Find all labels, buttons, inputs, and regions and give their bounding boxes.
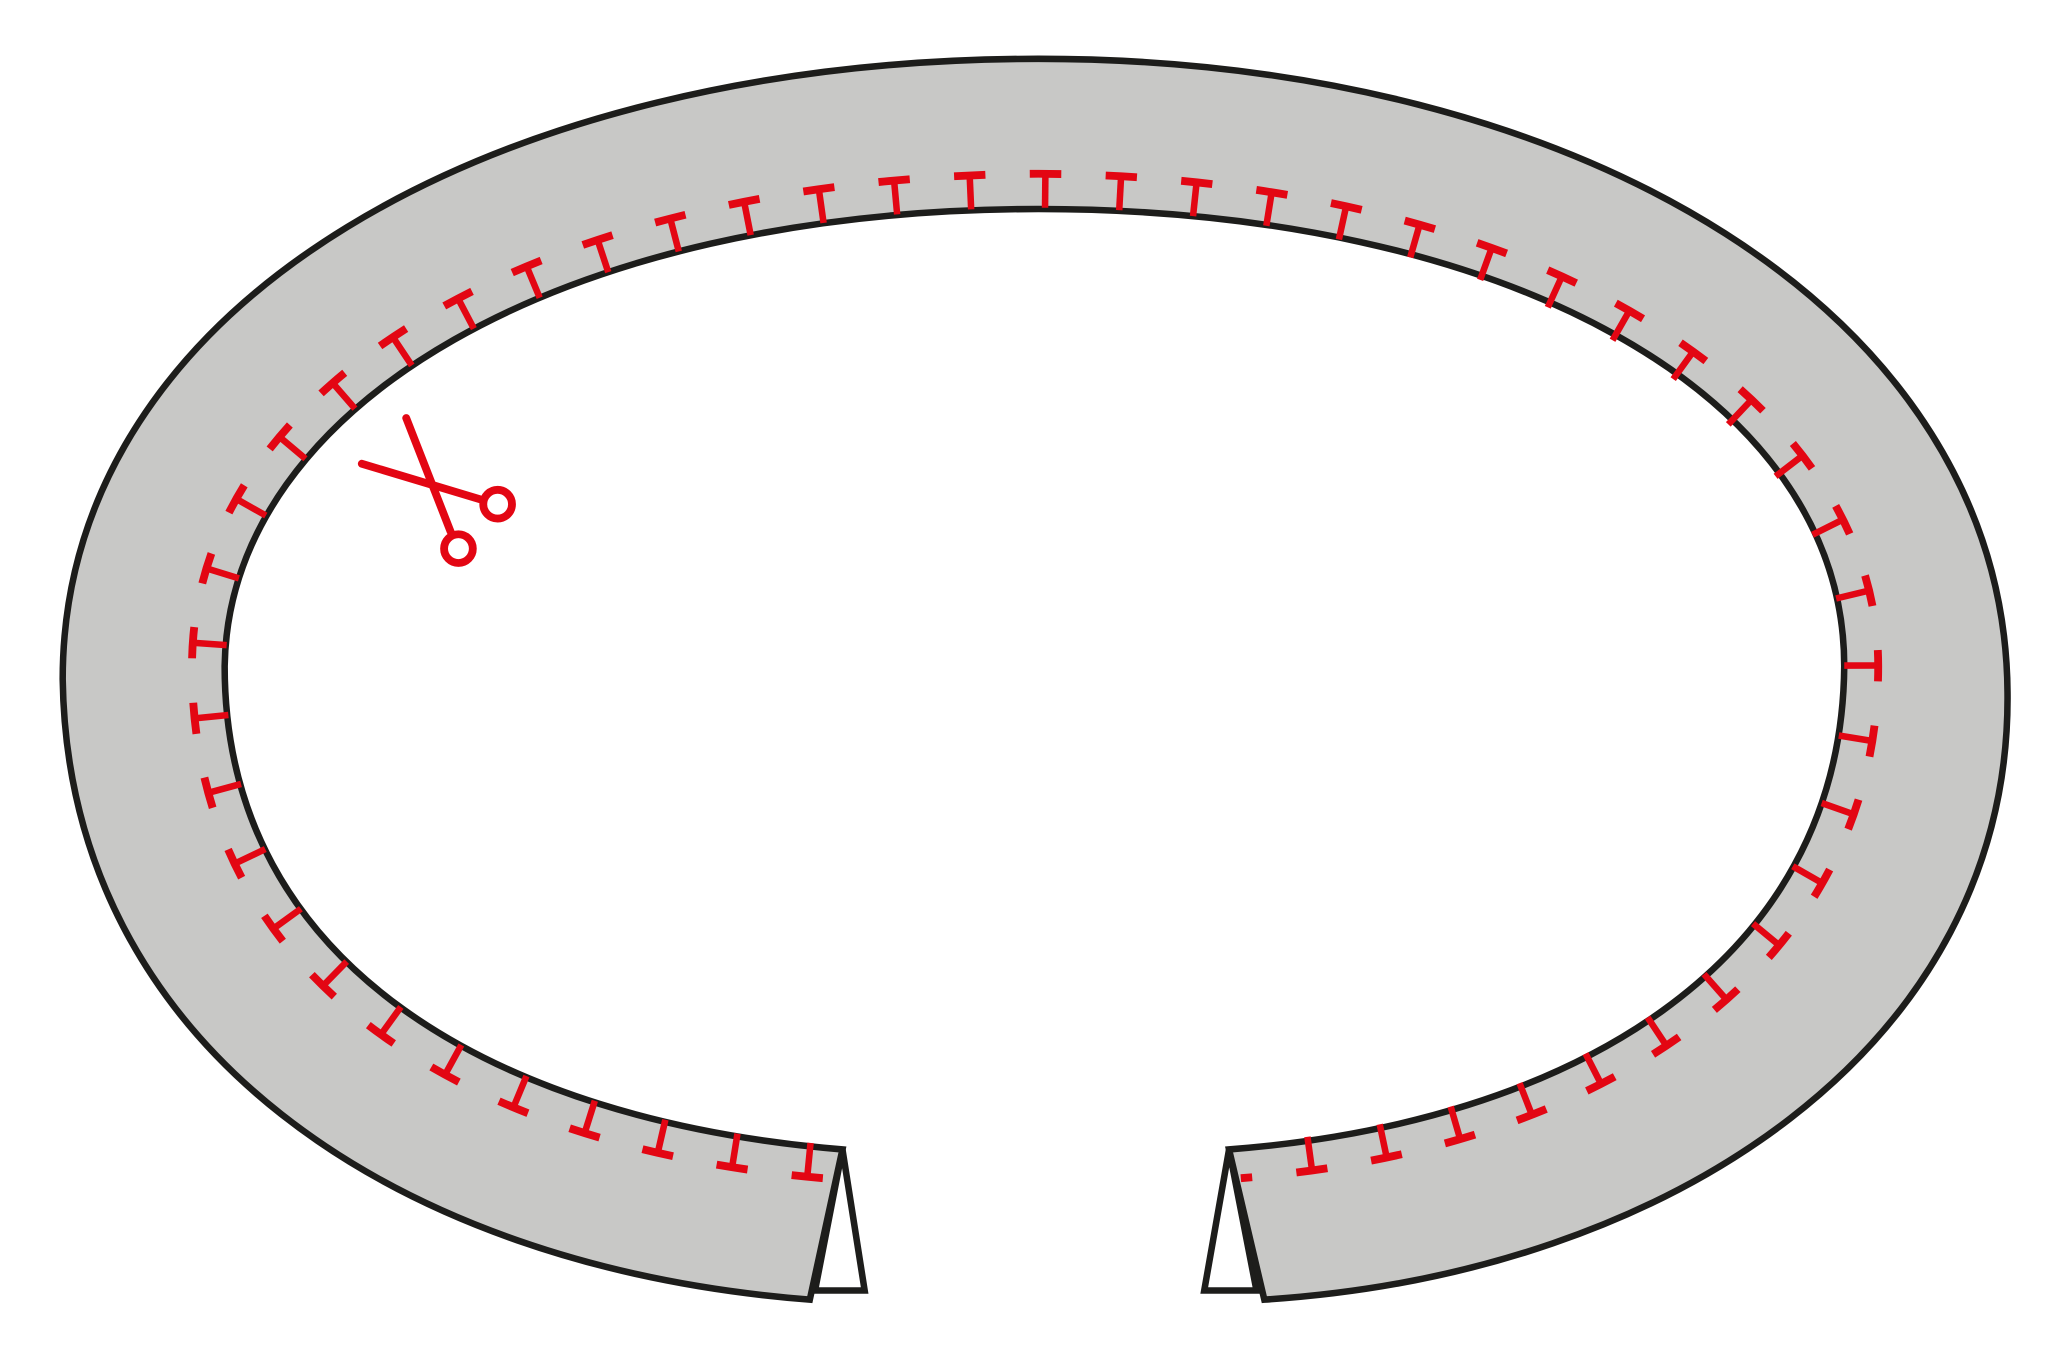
stitch-tick xyxy=(194,711,229,722)
stitch-tick xyxy=(1263,191,1275,227)
stitch-tick xyxy=(234,496,268,519)
stitch-tick xyxy=(1773,453,1805,479)
stitch-tick xyxy=(728,1133,741,1168)
stitch-tick xyxy=(1335,205,1350,241)
stitch-tick xyxy=(205,565,240,582)
stitch-tick xyxy=(1835,587,1870,602)
stitch-tick xyxy=(740,201,754,236)
stitch-tick xyxy=(581,1099,598,1135)
stitch-tick xyxy=(803,1142,814,1178)
stitch-tick xyxy=(390,335,415,368)
stitch-tick xyxy=(594,238,612,274)
stitch-tick xyxy=(1544,275,1565,309)
stitch-tick xyxy=(1376,1123,1390,1159)
stitch-tick xyxy=(510,1074,530,1109)
stitch-tick xyxy=(271,906,303,932)
stitch-tick xyxy=(1477,246,1495,281)
stitch-tick xyxy=(207,780,242,796)
stitch-tick xyxy=(330,380,358,411)
stitch-tick xyxy=(233,846,267,867)
stitch-tick xyxy=(1407,223,1423,259)
stitch-tick xyxy=(1516,1081,1535,1116)
stitch-tick xyxy=(1811,516,1845,538)
stitch-tick xyxy=(815,188,827,224)
stitch-tick xyxy=(890,180,901,215)
stitch-tick xyxy=(1304,1136,1316,1171)
stitch-tick xyxy=(523,265,543,299)
stitch-tick xyxy=(455,297,477,331)
stitch-tick xyxy=(1701,971,1729,1002)
stitch-tick xyxy=(966,175,975,210)
stitch-tick xyxy=(1750,921,1782,948)
stitch-tick xyxy=(1115,176,1125,211)
stitch-tick xyxy=(1838,732,1873,745)
stitch-tick xyxy=(1670,349,1696,382)
stitch-tick xyxy=(1189,182,1200,217)
stitch-tick xyxy=(1820,799,1855,818)
stitch-tick xyxy=(1447,1105,1464,1141)
stitch-line xyxy=(188,169,1883,1183)
stitch-tick xyxy=(1791,863,1824,886)
stitch-tick xyxy=(192,639,227,649)
stitch-tick xyxy=(1609,309,1633,342)
stitch-tick xyxy=(1582,1052,1604,1086)
stitch-tick xyxy=(320,959,350,989)
collar-band xyxy=(59,55,2011,1304)
stitch-ticks xyxy=(192,173,1879,1178)
scissors-icon xyxy=(357,414,516,567)
stitch-tick xyxy=(277,434,308,462)
stitch-tick xyxy=(654,1119,669,1154)
stitch-tick xyxy=(442,1043,465,1077)
stitch-tick xyxy=(1644,1015,1670,1048)
stitch-tick xyxy=(1725,397,1754,427)
stitch-tick xyxy=(378,1005,404,1037)
stitch-tick xyxy=(667,217,682,253)
